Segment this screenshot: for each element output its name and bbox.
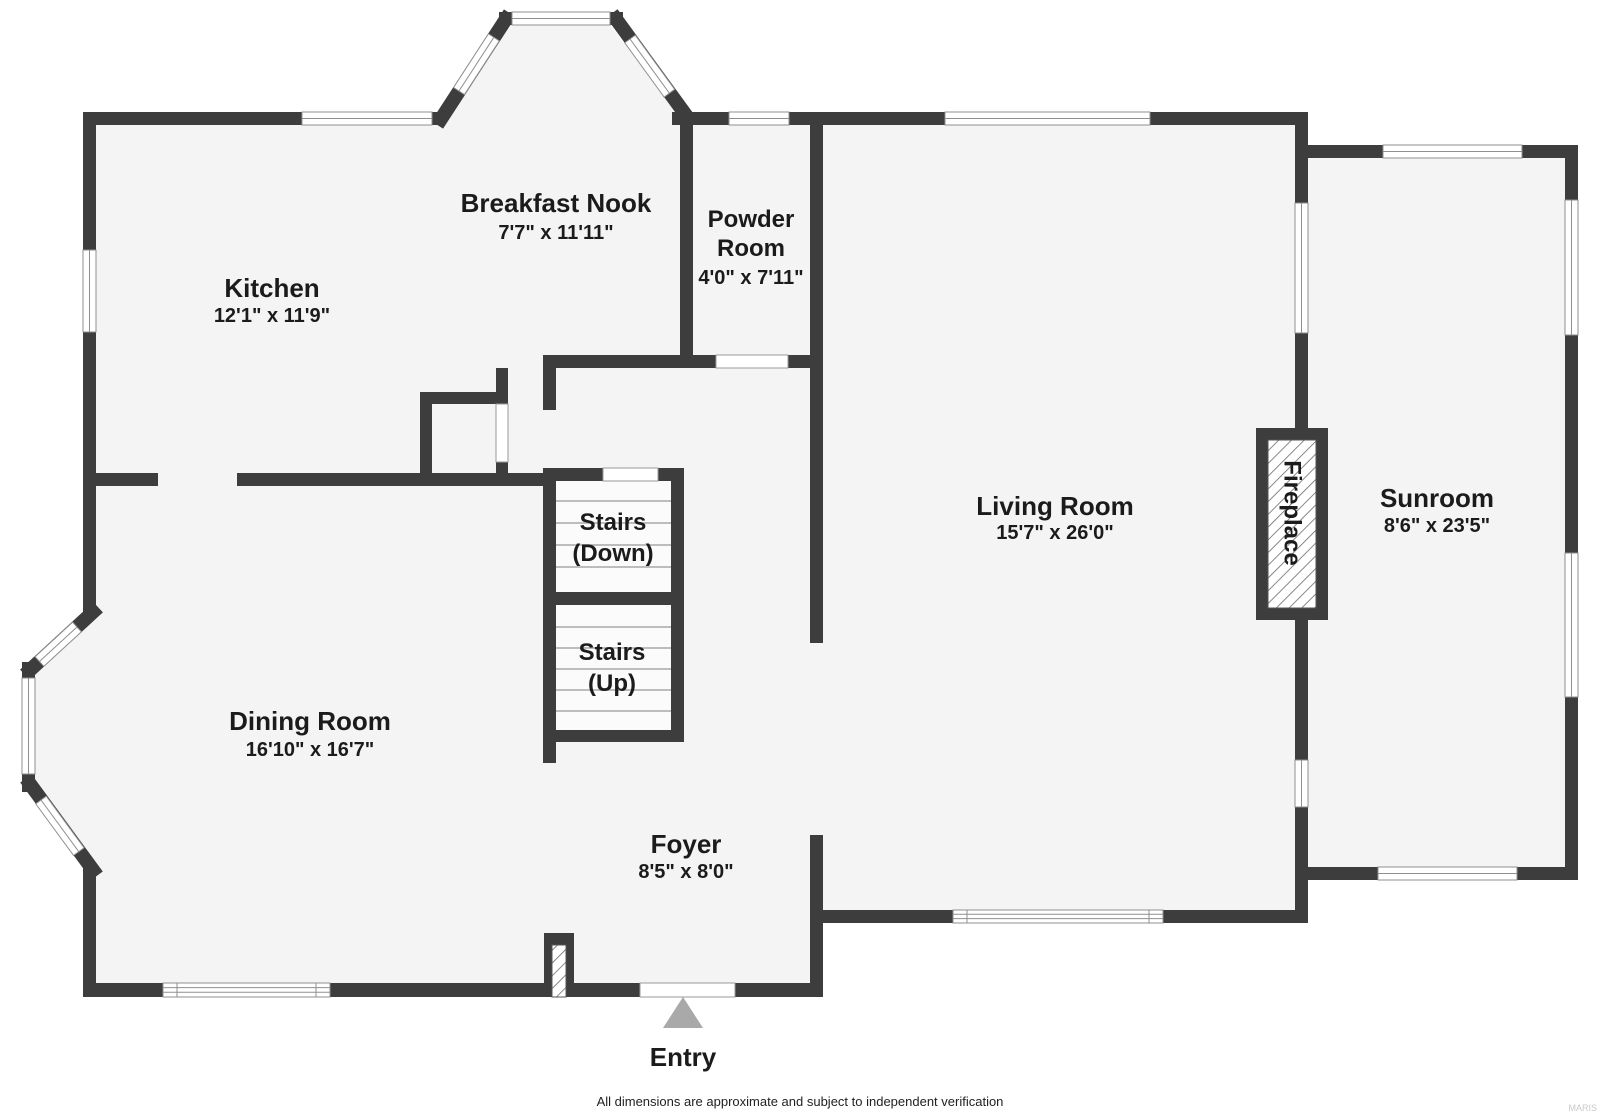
room-floor-areas: [28, 25, 1572, 990]
wall-segment: [96, 473, 158, 486]
dining-bay-center-window: [21, 677, 36, 775]
disclaimer-text: All dimensions are approximate and subje…: [597, 1094, 1004, 1109]
stairs-up-label-line2: (Up): [588, 670, 636, 697]
breakfast-nook-label: Breakfast Nook: [461, 188, 652, 218]
kitchen-left-window: [82, 249, 97, 333]
wall-segment: [810, 112, 823, 643]
kitchen-top-window: [301, 111, 433, 126]
sunroom-right-upper-window: [1564, 199, 1579, 336]
sunroom-right-lower-window: [1564, 552, 1579, 698]
sunroom-floor: [1302, 151, 1572, 874]
entry-door: [639, 982, 736, 998]
entry-label: Entry: [650, 1042, 717, 1072]
wall-segment: [83, 112, 96, 617]
wall-segment: [543, 592, 684, 605]
powder-room-door: [715, 354, 789, 369]
stair-treads: [556, 500, 671, 712]
fireplace-label: Fireplace: [1279, 460, 1306, 565]
wall-segment: [420, 392, 432, 485]
living-sunroom-lower-window: [1294, 759, 1309, 808]
window-frame-line: [458, 37, 495, 92]
stairs-up-label-line1: Stairs: [579, 639, 646, 666]
wall-segment: [83, 866, 96, 990]
window-frame-line: [39, 626, 78, 662]
breakfast-nook-dims: 7'7" x 11'11": [498, 222, 613, 244]
wall-segment: [496, 462, 508, 485]
wall-segment: [680, 112, 693, 368]
stairs-up-floor: [556, 605, 671, 730]
living-room-floor: [817, 118, 1302, 917]
windows: [21, 11, 1579, 998]
fireplace: Fireplace: [1256, 428, 1328, 620]
wall-segment: [420, 392, 508, 404]
dining-room-bottom-window: [162, 982, 331, 998]
living-room-bottom-window: [952, 909, 1164, 924]
room-labels: Kitchen 12'1" x 11'9" Breakfast Nook 7'7…: [214, 188, 1494, 1072]
wall-segment: [543, 468, 603, 481]
closet-door: [495, 403, 509, 463]
breakfast-nook-bay-floor: [444, 25, 682, 118]
stairs-down-label-line2: (Down): [572, 540, 653, 567]
sunroom-dims: 8'6" x 23'5": [1384, 515, 1490, 537]
breakfast-bay-right-window: [624, 34, 676, 98]
entry-arrow-icon: [663, 997, 703, 1028]
living-room-dims: 15'7" x 26'0": [996, 522, 1113, 544]
powder-room-label-line1: Powder: [708, 206, 795, 233]
kitchen-label: Kitchen: [224, 273, 319, 303]
breakfast-bay-top-window: [511, 11, 611, 26]
entry-wall-hatch: [551, 944, 567, 998]
powder-room-window: [728, 111, 790, 126]
living-sunroom-upper-window: [1294, 202, 1309, 334]
window-pane: [162, 982, 331, 998]
foyer-label: Foyer: [651, 829, 722, 859]
sunroom-label: Sunroom: [1380, 483, 1494, 513]
dining-room-dims: 16'10" x 16'7": [246, 739, 375, 761]
kitchen-dims: 12'1" x 11'9": [214, 305, 330, 327]
living-room-top-window: [944, 111, 1151, 126]
hatched-wall: [551, 944, 567, 998]
main-wing-floor: [90, 118, 817, 990]
watermark: MARIS: [1568, 1103, 1597, 1113]
living-room-label: Living Room: [976, 491, 1133, 521]
stairs-down-floor: [556, 481, 671, 592]
dining-bay-lower-window: [35, 795, 85, 857]
dining-room-label: Dining Room: [229, 706, 391, 736]
wall-segment: [543, 468, 556, 763]
window-frame-line: [40, 799, 80, 852]
sunroom-top-window: [1382, 144, 1523, 159]
fireplace-hearth: [1267, 439, 1317, 609]
wall-segment: [237, 473, 556, 486]
stairs-door: [602, 467, 659, 482]
dining-bay-upper-window: [34, 621, 83, 668]
window-pane: [952, 909, 1164, 924]
wall-segment: [496, 368, 508, 404]
breakfast-bay-left-window: [452, 33, 500, 96]
doors: [495, 354, 789, 998]
sunroom-bottom-window: [1377, 866, 1518, 881]
wall-segment: [543, 355, 556, 410]
powder-room-dims: 4'0" x 7'11": [698, 267, 803, 289]
stairs-down-label-line1: Stairs: [580, 509, 647, 536]
window-frame-line: [629, 38, 670, 94]
powder-room-label-line2: Room: [717, 235, 785, 262]
foyer-dims: 8'5" x 8'0": [638, 861, 733, 883]
wall-segment: [556, 730, 684, 742]
